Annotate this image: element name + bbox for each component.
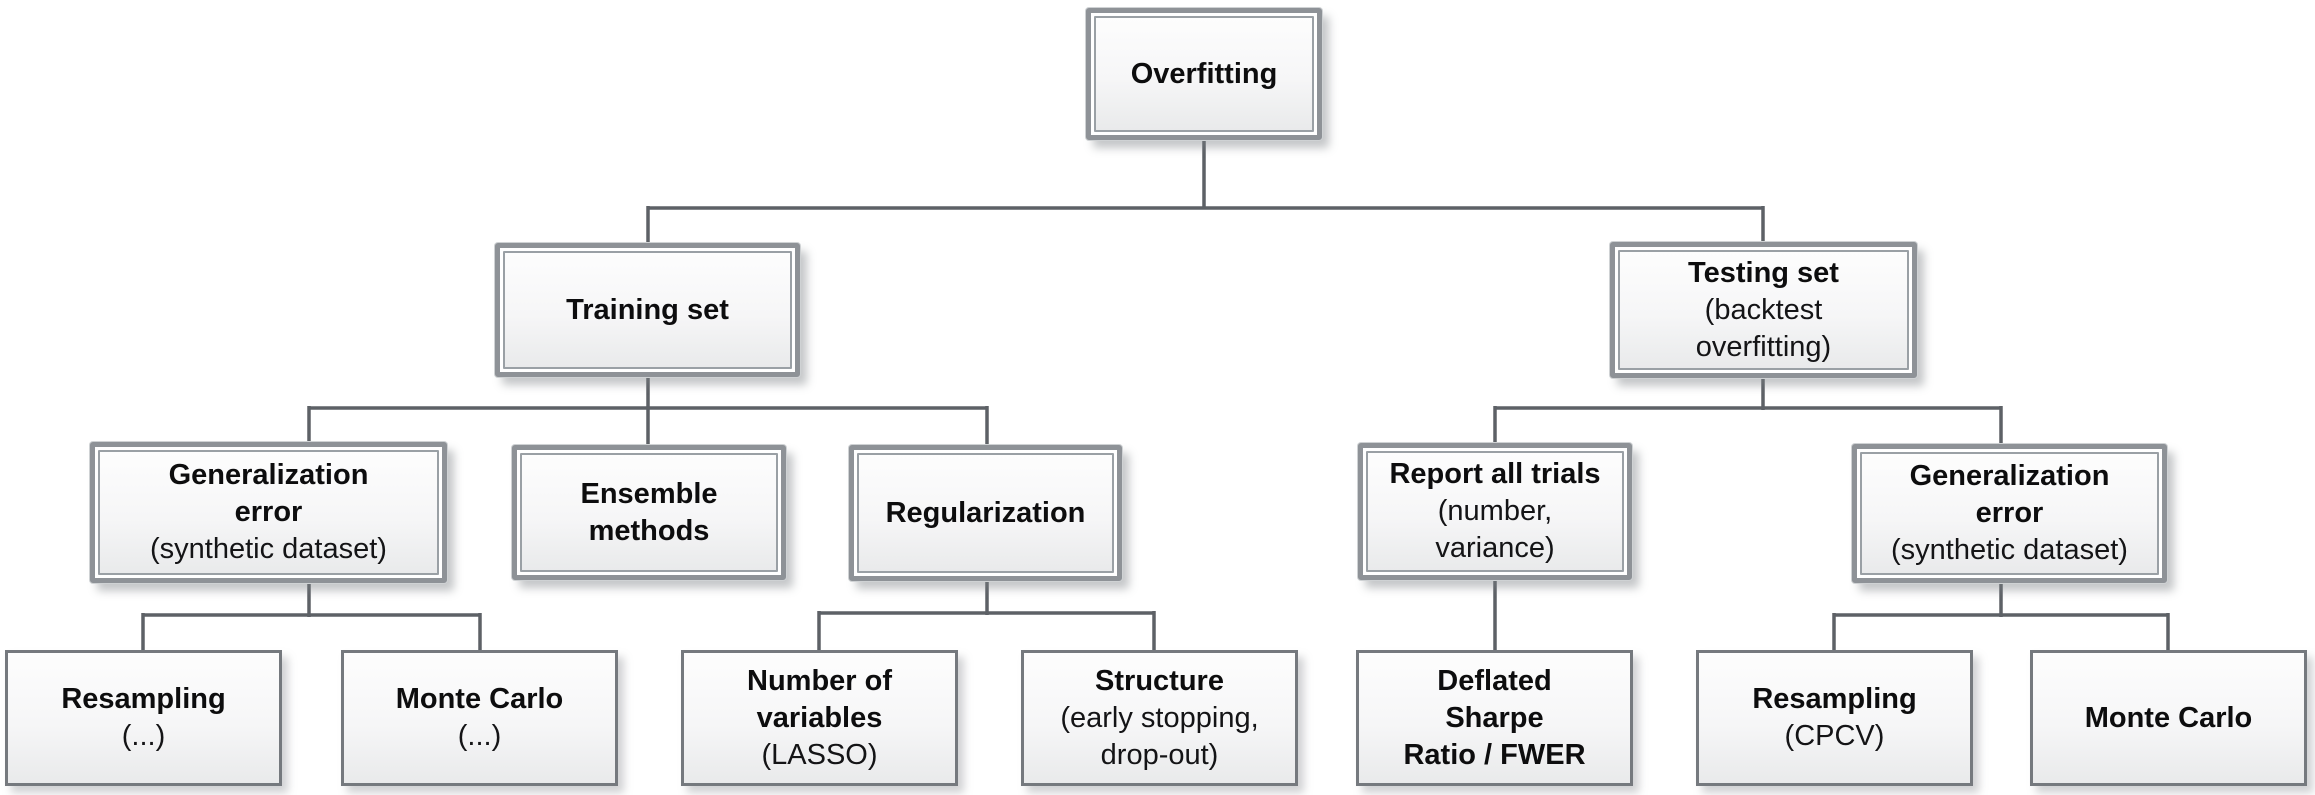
- node-subtitle: (LASSO): [761, 738, 878, 771]
- node-generalization-error-right: Generalization error (synthetic dataset): [1852, 444, 2167, 583]
- node-subtitle: (synthetic dataset): [1891, 534, 2128, 566]
- node-subtitle: (...): [121, 720, 166, 752]
- node-regularization: Regularization: [849, 445, 1122, 581]
- node-fill: Generalization error (synthetic dataset): [1860, 452, 2159, 575]
- node-fill: Overfitting: [1094, 16, 1314, 132]
- node-structure: Structure (early stopping, drop-out): [1021, 650, 1298, 786]
- node-fill: Testing set (backtest overfitting): [1618, 250, 1909, 370]
- node-fill: Generalization error (synthetic dataset): [98, 450, 439, 575]
- node-title: Generalization error: [168, 459, 369, 528]
- node-subtitle: (number, variance): [1435, 495, 1555, 564]
- node-subtitle: (synthetic dataset): [150, 533, 387, 565]
- node-overfitting: Overfitting: [1086, 8, 1322, 140]
- node-fill: Regularization: [857, 453, 1114, 573]
- node-fill: Structure (early stopping, drop-out): [1024, 653, 1295, 783]
- node-subtitle: (CPCV): [1784, 720, 1885, 752]
- node-title: Ensemble methods: [580, 477, 718, 547]
- node-title: Training set: [566, 293, 729, 326]
- node-title: Testing set: [1688, 256, 1839, 289]
- node-title: Monte Carlo: [395, 683, 564, 715]
- node-testing-set: Testing set (backtest overfitting): [1610, 242, 1917, 378]
- node-deflated-sharpe-ratio-fwer: Deflated Sharpe Ratio / FWER: [1356, 650, 1633, 786]
- node-resampling-cpcv: Resampling (CPCV): [1696, 650, 1973, 786]
- node-title: Number of variables: [747, 664, 892, 734]
- node-ensemble-methods: Ensemble methods: [512, 445, 786, 580]
- node-fill: Number of variables (LASSO): [684, 653, 955, 783]
- node-title: Generalization error: [1909, 460, 2110, 529]
- node-title: Report all trials: [1389, 458, 1601, 490]
- node-title: Structure: [1095, 664, 1224, 697]
- node-training-set: Training set: [495, 243, 800, 377]
- node-fill: Ensemble methods: [520, 453, 778, 572]
- node-title: Resampling: [61, 683, 226, 715]
- node-monte-carlo-right: Monte Carlo: [2030, 650, 2307, 786]
- node-title: Deflated Sharpe Ratio / FWER: [1403, 664, 1586, 771]
- node-title: Overfitting: [1130, 57, 1278, 90]
- node-fill: Deflated Sharpe Ratio / FWER: [1359, 653, 1630, 783]
- node-title: Regularization: [885, 496, 1086, 529]
- node-resampling-left: Resampling (...): [5, 650, 282, 786]
- node-fill: Monte Carlo: [2033, 653, 2304, 783]
- node-subtitle: (backtest overfitting): [1695, 293, 1832, 363]
- node-fill: Report all trials (number, variance): [1366, 451, 1624, 572]
- node-title: Resampling: [1752, 683, 1917, 715]
- node-fill: Resampling (CPCV): [1699, 653, 1970, 783]
- node-fill: Training set: [503, 251, 792, 369]
- node-title: Monte Carlo: [2084, 701, 2253, 734]
- node-generalization-error-left: Generalization error (synthetic dataset): [90, 442, 447, 583]
- node-fill: Resampling (...): [8, 653, 279, 783]
- node-monte-carlo-left: Monte Carlo (...): [341, 650, 618, 786]
- node-subtitle: (early stopping, drop-out): [1060, 701, 1259, 771]
- node-report-all-trials: Report all trials (number, variance): [1358, 443, 1632, 580]
- node-fill: Monte Carlo (...): [344, 653, 615, 783]
- node-number-of-variables: Number of variables (LASSO): [681, 650, 958, 786]
- node-subtitle: (...): [457, 720, 502, 752]
